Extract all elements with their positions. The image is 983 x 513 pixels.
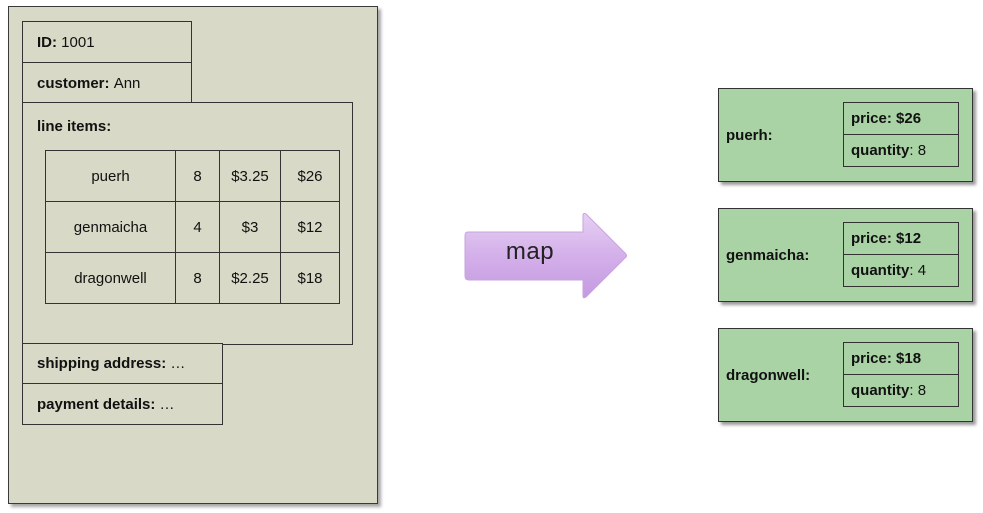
entry-genmaicha: genmaicha: price: $12 quantity: 4	[718, 208, 973, 302]
price-value: $12	[896, 230, 922, 247]
table-row: puerh 8 $3.25 $26	[45, 150, 340, 202]
item-unit-price: $3	[219, 201, 281, 253]
table-row: genmaicha 4 $3 $12	[45, 201, 340, 253]
price-label: price:	[851, 350, 892, 367]
entry-fields: price: $12 quantity: 4	[843, 222, 959, 287]
item-name: puerh	[45, 150, 176, 202]
item-unit-price: $3.25	[219, 150, 281, 202]
item-total: $26	[280, 150, 340, 202]
payment-value: …	[159, 395, 175, 413]
quantity-value: 8	[917, 141, 927, 159]
price-value: $26	[896, 110, 922, 127]
customer-value: Ann	[113, 74, 141, 92]
item-name: genmaicha	[45, 201, 176, 253]
quantity-field: quantity: 4	[843, 253, 959, 287]
item-name: dragonwell	[45, 252, 176, 304]
entry-puerh: puerh: price: $26 quantity: 8	[718, 88, 973, 182]
shipping-address-field: shipping address: …	[22, 343, 223, 384]
order-id-label: ID:	[37, 33, 57, 51]
item-total: $18	[280, 252, 340, 304]
table-row: dragonwell 8 $2.25 $18	[45, 252, 340, 304]
customer-field: customer: Ann	[22, 62, 192, 104]
item-qty: 4	[175, 201, 220, 253]
item-qty: 8	[175, 252, 220, 304]
entry-key: dragonwell:	[726, 366, 811, 384]
quantity-label: quantity	[851, 261, 910, 279]
price-value: $18	[896, 350, 922, 367]
map-arrow-icon	[464, 212, 627, 299]
quantity-label: quantity	[851, 141, 910, 159]
entry-key: genmaicha:	[726, 246, 810, 264]
order-id-value: 1001	[61, 33, 95, 51]
quantity-label: quantity	[851, 381, 910, 399]
quantity-field: quantity: 8	[843, 133, 959, 167]
shipping-label: shipping address:	[37, 355, 167, 372]
price-field: price: $26	[843, 102, 959, 135]
price-label: price:	[851, 230, 892, 247]
item-total: $12	[280, 201, 340, 253]
entry-fields: price: $26 quantity: 8	[843, 102, 959, 167]
line-items-table: puerh 8 $3.25 $26 genmaicha 4 $3 $12 dra…	[45, 150, 340, 304]
quantity-value: 8	[917, 381, 927, 399]
entry-key: puerh:	[726, 126, 773, 144]
entry-fields: price: $18 quantity: 8	[843, 342, 959, 407]
quantity-value: 4	[917, 261, 927, 279]
price-field: price: $18	[843, 342, 959, 375]
item-unit-price: $2.25	[219, 252, 281, 304]
map-label: map	[505, 238, 555, 265]
customer-label: customer:	[37, 74, 110, 92]
order-id-field: ID: 1001	[22, 21, 192, 63]
payment-details-field: payment details: …	[22, 383, 223, 425]
line-items-label: line items:	[37, 118, 112, 135]
price-field: price: $12	[843, 222, 959, 255]
entry-dragonwell: dragonwell: price: $18 quantity: 8	[718, 328, 973, 422]
price-label: price:	[851, 110, 892, 127]
shipping-value: …	[170, 355, 186, 372]
item-qty: 8	[175, 150, 220, 202]
quantity-field: quantity: 8	[843, 373, 959, 407]
payment-label: payment details:	[37, 395, 156, 413]
